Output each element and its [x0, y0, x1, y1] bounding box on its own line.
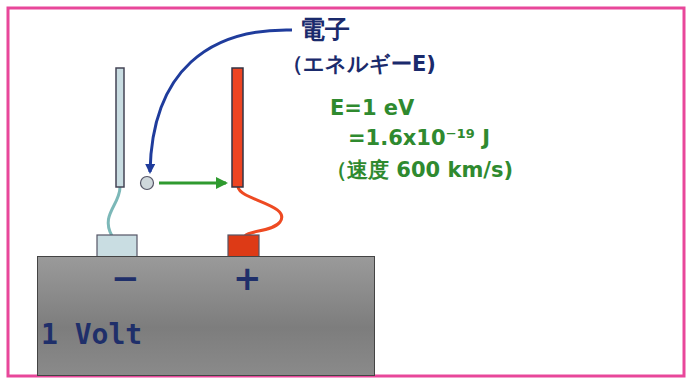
terminal-sign: + [233, 259, 262, 298]
speed-label: （速度 600 km/s) [326, 158, 513, 182]
electron [141, 177, 154, 190]
positive-wire [238, 187, 282, 236]
energy-joules: =1.6x10⁻¹⁹ J [348, 126, 490, 150]
frame-border [8, 8, 684, 376]
negative-plate [116, 68, 124, 187]
callout-label: 電子 [300, 16, 350, 45]
positive-terminal [228, 235, 259, 257]
battery-body: − +1 Volt [37, 256, 375, 376]
negative-wire [108, 187, 120, 236]
terminal-sign: − [111, 259, 140, 298]
voltage-label: 1 Volt [41, 319, 142, 351]
positive-plate [232, 68, 243, 187]
energy-value: E=1 eV [330, 96, 414, 120]
motion-arrow [159, 182, 226, 185]
negative-terminal [97, 235, 137, 257]
energy-label: （エネルギーE) [282, 52, 436, 76]
leader-arrow [150, 30, 292, 172]
